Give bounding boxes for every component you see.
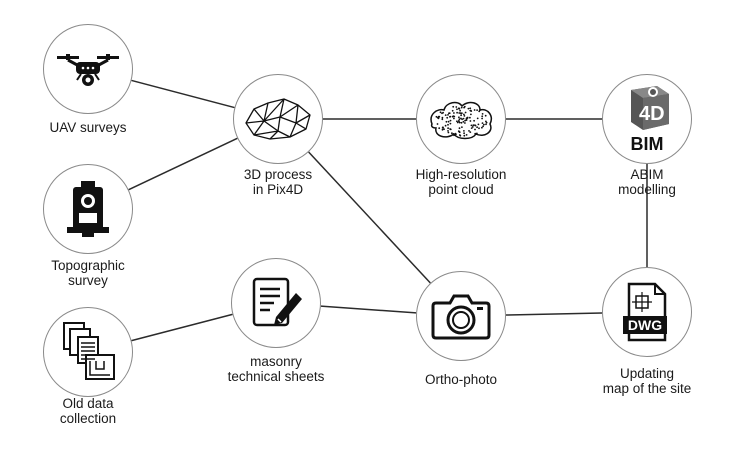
label-uav-surveys: UAV surveys [49,120,127,135]
label-point-cloud: High-resolution point cloud [415,167,507,197]
drone-icon [57,54,119,86]
sheet-pen-icon [252,277,302,327]
node-updating-map: DWG [602,267,692,357]
bim-text: BIM [631,134,664,154]
label-old-data-collection: Old data collection [59,396,117,426]
bim-4d-text: 4D [639,103,665,125]
bim-4d-cube-icon: 4D BIM [631,86,669,154]
edge-uav-process3d [131,79,235,109]
node-ortho-photo [416,271,506,361]
label-masonry-technical-sheets: masonry technical sheets [227,354,325,384]
node-topographic-survey [43,164,133,254]
camera-icon [431,294,491,340]
edge-masonry-ortho [320,305,417,314]
total-station-icon [67,181,109,237]
label-updating-map: Updating map of the site [602,366,692,396]
node-masonry-technical-sheets [231,258,321,348]
dwg-text: DWG [628,317,662,333]
edge-topo-process3d [128,137,238,191]
dwg-file-icon: DWG [623,282,667,342]
edge-olddata-masonry [131,313,233,342]
label-3d-process: 3D process in Pix4D [243,167,313,197]
label-ortho-photo: Ortho-photo [424,372,498,387]
edge-process3d-ortho [308,151,431,284]
node-3d-process [233,74,323,164]
documents-icon [63,322,115,380]
label-abim-modelling: ABIM modelling [618,167,676,197]
node-old-data-collection [43,307,133,397]
mesh-icon [245,98,311,140]
node-abim-modelling: 4D BIM [602,74,692,164]
node-uav-surveys [43,24,133,114]
edge-ortho-dwg [505,312,603,316]
node-point-cloud [416,74,506,164]
label-topographic-survey: Topographic survey [51,258,125,288]
point-cloud-icon [430,101,492,140]
